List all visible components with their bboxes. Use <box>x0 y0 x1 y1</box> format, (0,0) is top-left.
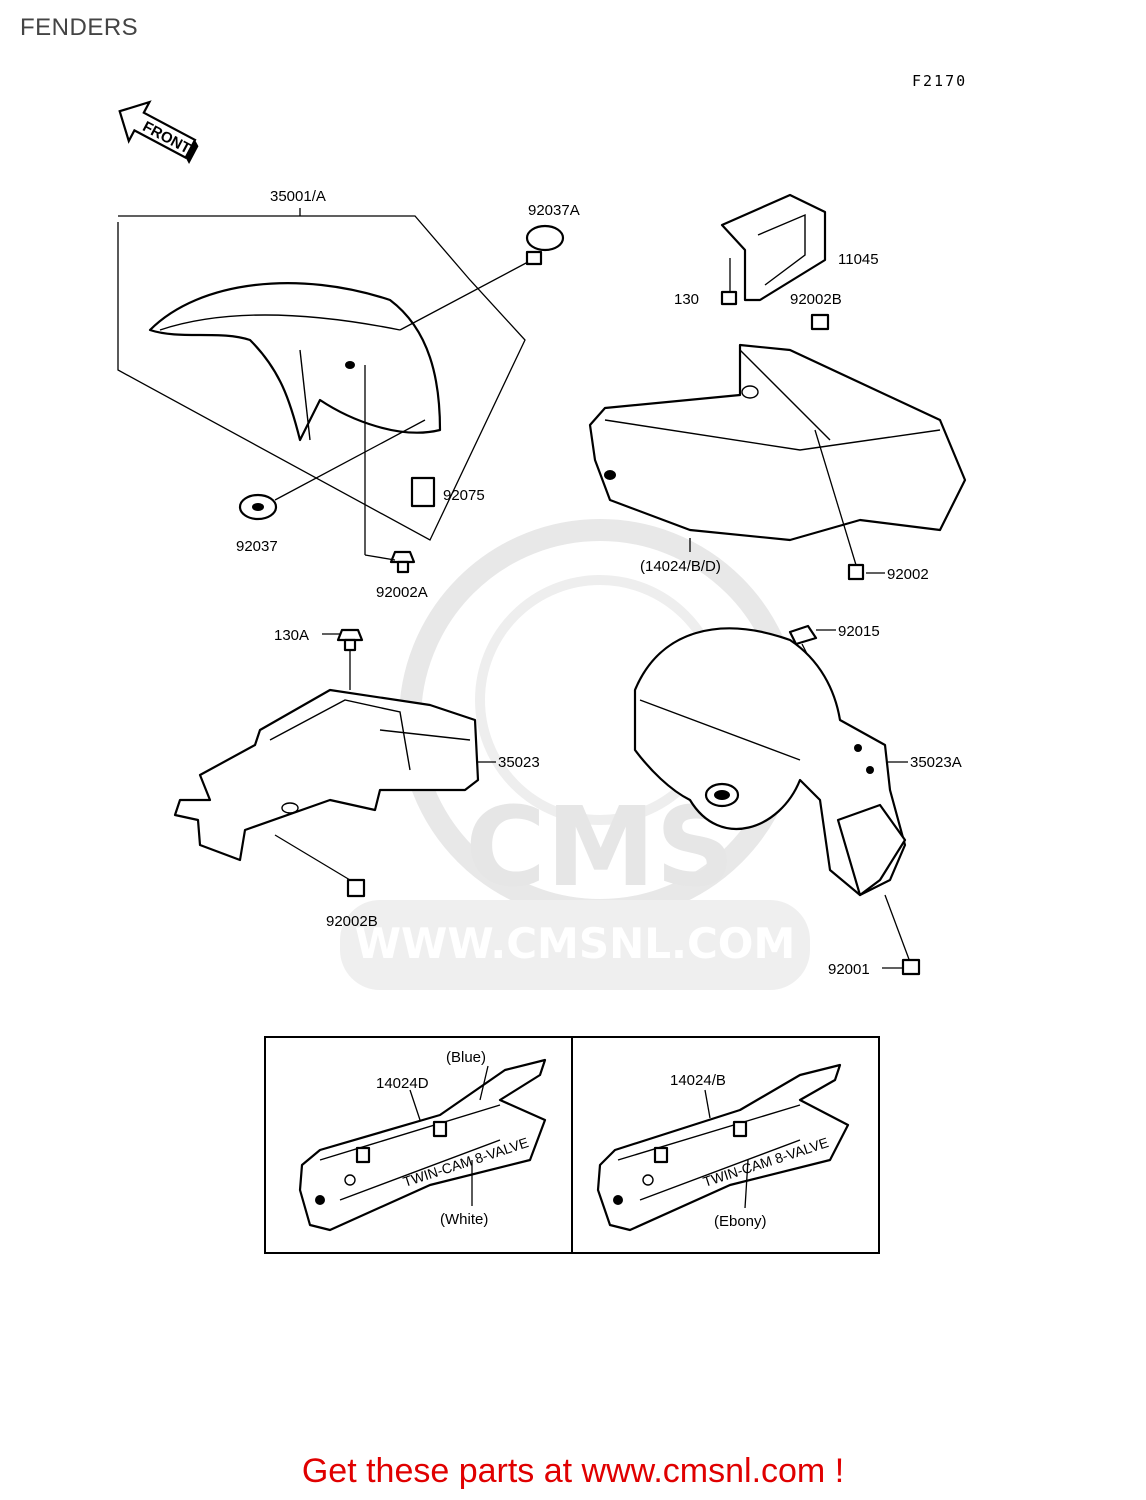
rear-fender-group <box>633 624 921 976</box>
label-92002b-top: 92002B <box>790 291 842 308</box>
nut-92015-icon <box>788 624 818 646</box>
label-11045: 11045 <box>838 251 879 268</box>
label-14024-bd: (14024/B/D) <box>640 558 721 575</box>
cmsnl-watermark: CMS WWW.CMSNL.COM <box>340 519 810 990</box>
label-130a: 130A <box>274 627 309 644</box>
grommet-92037-icon <box>238 493 278 521</box>
bolt-92002a-icon <box>389 550 416 574</box>
color-variants-box: TWIN-CAM 8-VALVE TWIN-CAM 8-VALVE <box>264 1036 880 1254</box>
front-arrow-icon: FRONT <box>118 100 199 164</box>
rear-inner-fender-group <box>173 628 496 898</box>
side-cover-14024 <box>588 343 967 542</box>
label-14024d: 14024D <box>376 1075 429 1092</box>
cmsnl-promo-link[interactable]: Get these parts at www.cmsnl.com ! <box>301 1452 845 1490</box>
label-92002b-bottom: 92002B <box>326 913 378 930</box>
bolt-92002b-bottom-icon <box>346 878 366 898</box>
front-fender <box>148 282 442 442</box>
label-white: (White) <box>440 1211 488 1228</box>
label-92002: 92002 <box>887 566 929 583</box>
front-fender-group <box>117 208 565 574</box>
label-92001: 92001 <box>828 961 870 978</box>
clamp-92037a-icon <box>525 224 565 266</box>
watermark-url: WWW.CMSNL.COM <box>355 919 796 968</box>
label-92015: 92015 <box>838 623 880 640</box>
bolt-130a-icon <box>336 628 364 652</box>
watermark-brand: CMS <box>465 783 734 911</box>
label-92037: 92037 <box>236 538 278 555</box>
label-35001a: 35001/A <box>270 188 326 205</box>
label-130: 130 <box>674 291 699 308</box>
rear-fender-35023a <box>633 627 907 897</box>
label-blue: (Blue) <box>446 1049 486 1066</box>
bracket-11045 <box>720 193 827 302</box>
bolt-130-icon <box>720 290 738 306</box>
label-92037a: 92037A <box>528 202 580 219</box>
side-cover-group <box>588 193 967 581</box>
label-ebony: (Ebony) <box>714 1213 767 1230</box>
bolt-92002-icon <box>847 563 865 581</box>
label-92002a: 92002A <box>376 584 428 601</box>
bolt-92002b-top-icon <box>810 313 830 331</box>
bolt-92001-icon <box>901 958 921 976</box>
rear-inner-fender-35023 <box>173 688 480 862</box>
variant-right: TWIN-CAM 8-VALVE <box>596 1063 850 1232</box>
figure-number: F2170 <box>912 72 967 90</box>
page-title: FENDERS <box>20 14 139 41</box>
label-35023: 35023 <box>498 754 540 771</box>
label-14024b: 14024/B <box>670 1072 726 1089</box>
label-35023a: 35023A <box>910 754 962 771</box>
label-92075: 92075 <box>443 487 485 504</box>
damper-92075-icon <box>410 476 436 508</box>
